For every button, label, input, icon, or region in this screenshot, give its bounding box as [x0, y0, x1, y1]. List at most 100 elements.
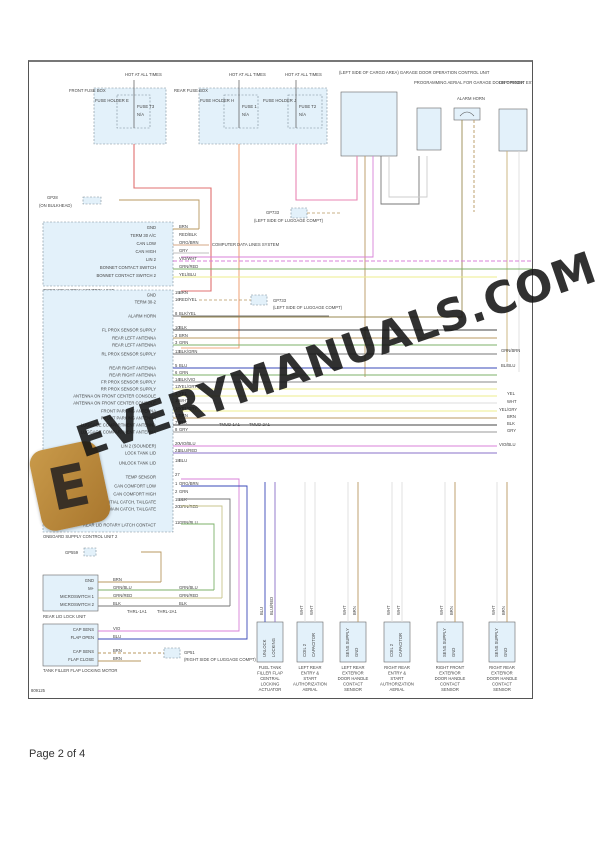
pin-label: REAR RIGHT ANTENNA: [109, 373, 156, 378]
rear-fuse-box: HOT AT ALL TIMES HOT AT ALL TIMES REAR F…: [174, 72, 328, 145]
wire-color-label: BLU: [259, 607, 264, 615]
tank-filler-flap-motor: TANK FILLER FLAP LOCKING MOTOR CAP SENS …: [42, 623, 122, 673]
svg-text:BRN: BRN: [113, 648, 122, 653]
svg-text:RED/BLK: RED/BLK: [179, 232, 197, 237]
svg-text:FLAP OPEN: FLAP OPEN: [71, 635, 94, 640]
svg-text:VIO: VIO: [113, 626, 121, 631]
splice-label: TMUD-1A1: [219, 422, 241, 427]
unit-title: ONBOARD SUPPLY CONTROL UNIT 2: [43, 534, 118, 539]
wire-color-label: YEL/GRY: [179, 384, 197, 389]
pin-label: CAPACITOR: [398, 633, 403, 657]
pin-label: SENS SUPPLY: [494, 628, 499, 657]
pin-label: REAR LEFT ANTENNA: [112, 336, 156, 341]
component-title: EXTERIOR: [491, 671, 512, 676]
pin-label: ANTENNA ON FRONT CENTER CONSOLE: [73, 401, 156, 406]
pin-label: UNLOCK TANK LID: [119, 461, 156, 466]
svg-text:BLU: BLU: [113, 634, 121, 639]
alarm-horn: ALARM HORN: [453, 96, 485, 121]
component-title: SENSOR: [441, 687, 459, 692]
fuse-label: FUSE T3: [137, 104, 155, 109]
pin-label: GND: [354, 648, 359, 657]
pin-label: CAN COMFORT HIGH: [113, 492, 156, 497]
ground-gp733: GP733 (LEFT SIDE OF LUGGAGE COMPT): [254, 207, 341, 223]
pin-number: 3: [175, 340, 178, 345]
pin-label: FRONT PARKING ANTENNA: [101, 416, 156, 421]
svg-text:BRN: BRN: [113, 577, 122, 582]
pin-label: COIL 2: [389, 643, 394, 657]
component-title: RIGHT REAR: [489, 665, 515, 670]
wire-color-label: WHT: [299, 605, 304, 615]
svg-text:FLAP CLOSE: FLAP CLOSE: [68, 657, 94, 662]
pin-label: CAN COMFORT LOW: [114, 484, 156, 489]
component-title: RIGHT REAR: [384, 665, 410, 670]
component-title: SENSOR: [493, 687, 511, 692]
wire-color-label: BRN: [501, 606, 506, 615]
pin-label: LOCKING: [271, 638, 276, 657]
unit-title: REAR LID LOCK UNIT: [43, 614, 86, 619]
splice-label: TMUD-2A1: [249, 422, 271, 427]
wire-color-label: GRN: [179, 340, 188, 345]
wire-color-label: BLK: [179, 497, 187, 502]
fuse-rating: N/A: [299, 112, 306, 117]
pin-number: 11: [175, 520, 180, 525]
component-title: CENTRAL: [260, 676, 280, 681]
component-title: ENTRY &: [301, 671, 319, 676]
pin-label: REAR RIGHT ANTENNA: [109, 366, 156, 371]
pin-number: 17: [175, 413, 180, 418]
component-title: START: [303, 676, 317, 681]
pin-label: RR PROX SENSOR SUPPLY: [101, 387, 157, 392]
diagram-canvas: HOT AT ALL TIMES FRONT FUSE BOX FUSE HOL…: [31, 70, 532, 693]
pin-number: 27: [175, 472, 180, 477]
pin-number: 2: [175, 333, 178, 338]
svg-text:GRN/BLU: GRN/BLU: [113, 585, 132, 590]
wire-color-label: BRN: [449, 606, 454, 615]
pin-label: GND: [503, 648, 508, 657]
component-title: RIGHT FRONT: [436, 665, 465, 670]
pin-number: 20: [175, 441, 180, 446]
svg-text:(RIGHT SIDE OF LUGGAGE COMPT): (RIGHT SIDE OF LUGGAGE COMPT): [184, 657, 256, 662]
wire-color-label: BLK/YEL: [179, 311, 197, 316]
svg-text:GP51: GP51: [184, 650, 195, 655]
svg-text:CAN LOW: CAN LOW: [136, 241, 156, 246]
wire-color-label: BLU/RED: [179, 448, 197, 453]
pin-label: REAR LID ROTARY LATCH CONTACT: [83, 523, 157, 528]
svg-text:GRN/BLU: GRN/BLU: [179, 585, 198, 590]
component-title: ACTUATOR: [259, 687, 282, 692]
wire-color-label: BLK: [179, 325, 187, 330]
component-title: AERIAL: [390, 687, 406, 692]
svg-text:GP733: GP733: [266, 210, 280, 215]
svg-text:GRN/RED: GRN/RED: [179, 593, 198, 598]
wire-color-label: YEL: [179, 391, 188, 396]
rear-fuse-box-title: REAR FUSE BOX: [174, 88, 208, 93]
unit-title: TANK FILLER FLAP LOCKING MOTOR: [43, 668, 117, 673]
svg-text:GP733: GP733: [273, 298, 287, 303]
pin-label: TEMP SENSOR: [126, 475, 156, 480]
ground-gp733-b: GP733 (LEFT SIDE OF LUGGAGE COMPT): [199, 294, 343, 310]
svg-text:GRY: GRY: [179, 248, 188, 253]
hot-label: HOT AT ALL TIMES: [125, 72, 162, 77]
component-title: AERIAL: [303, 687, 319, 692]
pin-number: 6: [175, 370, 178, 375]
wire-color-label: GRN: [179, 370, 188, 375]
wire-color-label: GRN: [179, 489, 188, 494]
svg-text:BONNET CONTACT SWITCH: BONNET CONTACT SWITCH: [100, 265, 156, 270]
svg-text:BRN: BRN: [507, 414, 516, 419]
svg-text:GRN/BRN: GRN/BRN: [501, 348, 520, 353]
svg-text:CAP SENS: CAP SENS: [73, 649, 94, 654]
wire-color-label: BLK/VIO: [179, 377, 196, 382]
component-title: AUTHORIZATION: [380, 682, 414, 687]
pin-label: SENS SUPPLY: [442, 628, 447, 657]
component-title: ENTRY &: [388, 671, 406, 676]
svg-text:LIN 2: LIN 2: [146, 257, 157, 262]
pin-number: 8: [175, 427, 178, 432]
svg-text:BONNET CONTACT SWITCH 2: BONNET CONTACT SWITCH 2: [96, 273, 156, 278]
component-title: EXTERIOR: [342, 671, 363, 676]
wire-color-label: WHT: [396, 605, 401, 615]
pin-label: COIL 2: [302, 643, 307, 657]
pin-number: 14: [175, 377, 180, 382]
front-fuse-box: HOT AT ALL TIMES FRONT FUSE BOX FUSE HOL…: [69, 72, 167, 145]
wire-color-label: WHT: [309, 605, 314, 615]
component-title: LEFT REAR: [299, 665, 322, 670]
pin-label: CAPACITOR: [311, 633, 316, 657]
